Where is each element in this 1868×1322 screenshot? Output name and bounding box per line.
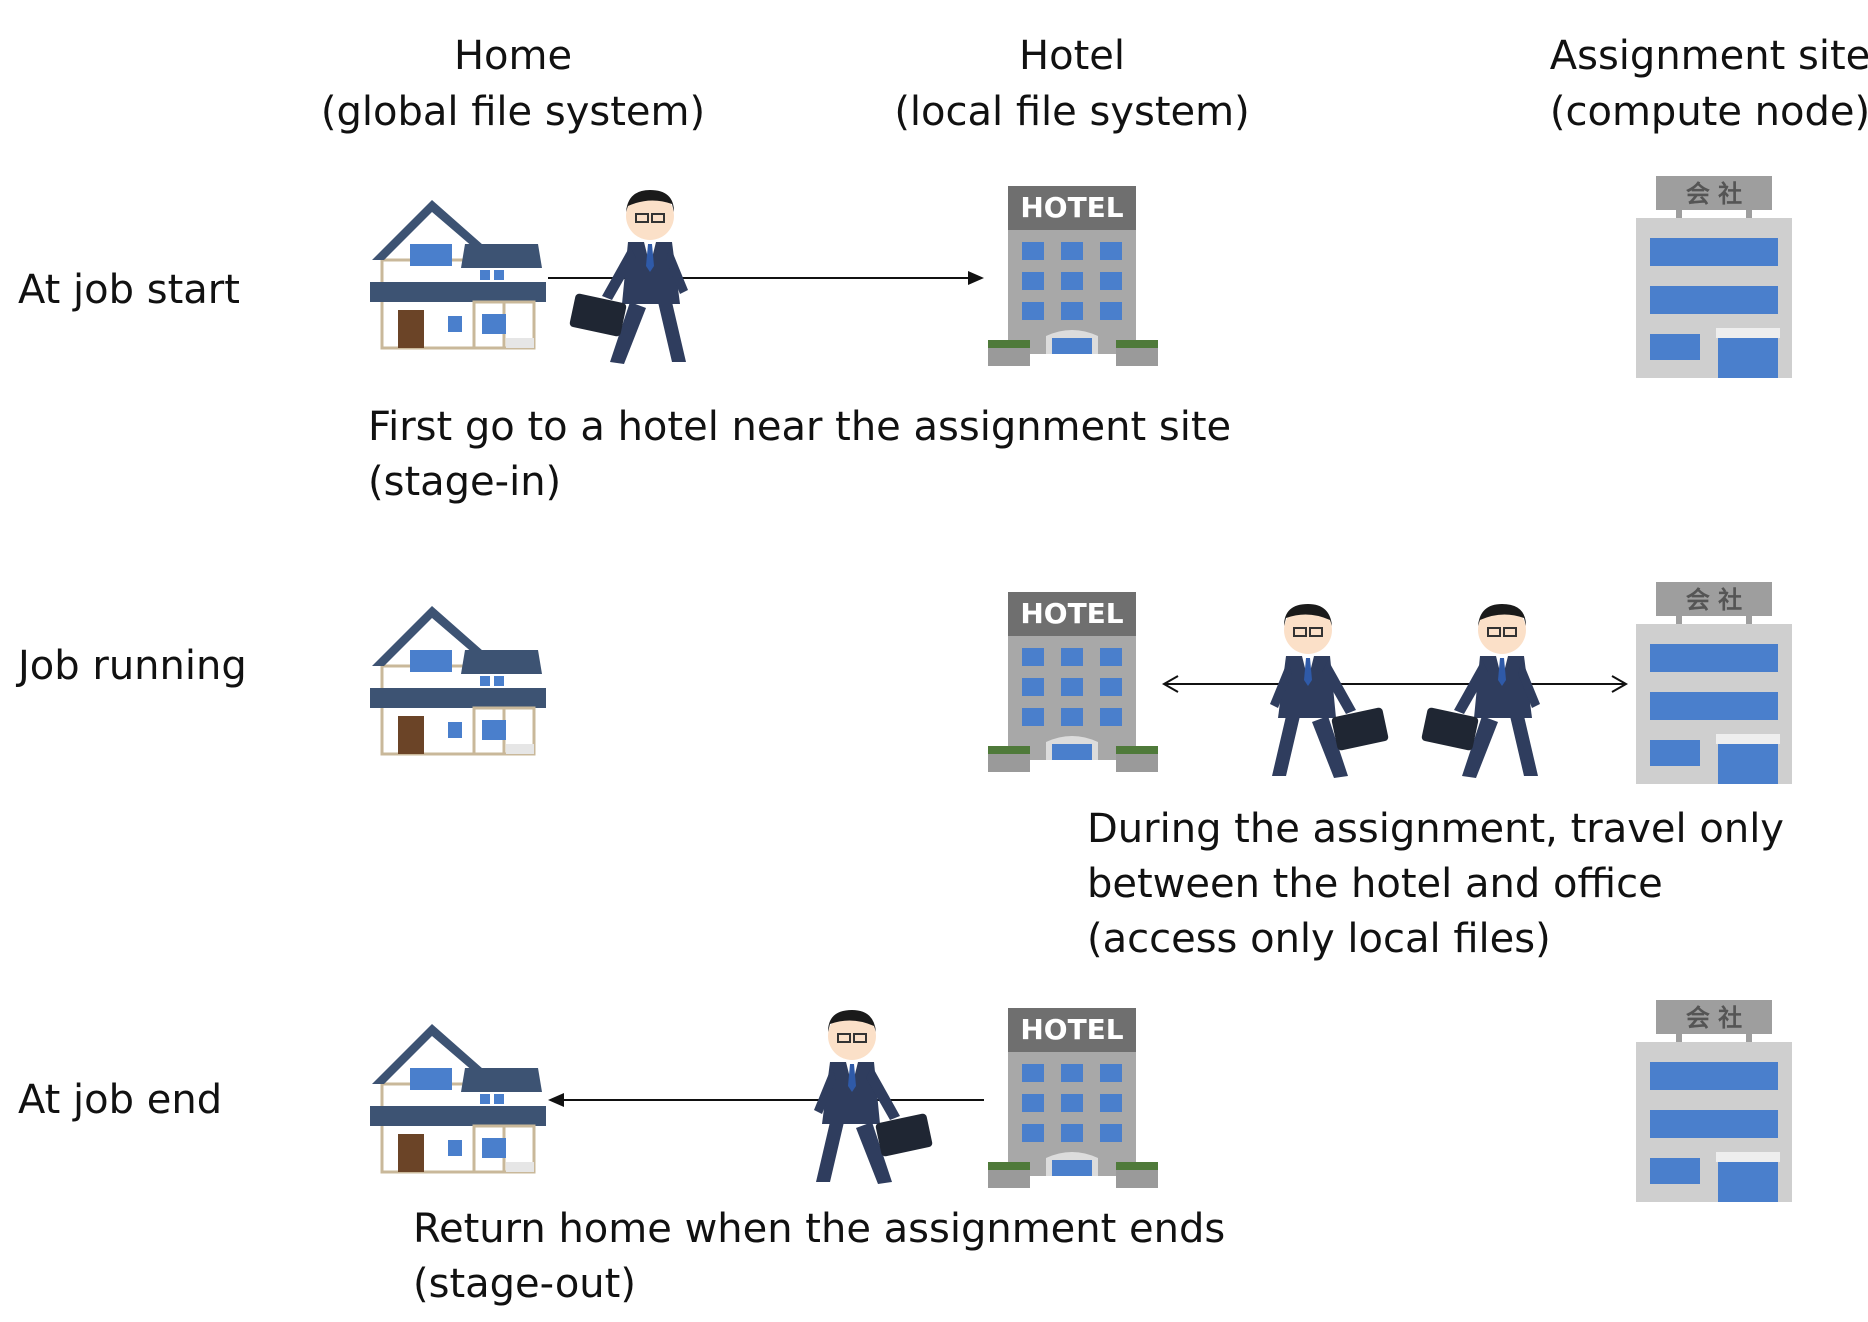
caption-line: between the hotel and office — [1087, 861, 1663, 907]
house-icon — [370, 1024, 546, 1174]
column-title: Home — [453, 33, 573, 79]
house-icon — [370, 200, 546, 350]
caption-stage-out: Return home when the assignment ends (st… — [413, 1202, 1225, 1312]
column-subtitle: (local file system) — [894, 89, 1250, 135]
caption-stage-in: First go to a hotel near the assignment … — [368, 400, 1231, 510]
hotel-building-icon: HOTEL — [988, 186, 1158, 366]
caption-line: First go to a hotel near the assignment … — [368, 404, 1232, 450]
office-building-icon: 会 社 — [1636, 176, 1792, 378]
row-label-job-running: Job running — [18, 643, 247, 689]
caption-line: (stage-out) — [413, 1261, 636, 1307]
row-label-job-end: At job end — [18, 1077, 223, 1123]
businessman-with-briefcase-icon — [569, 190, 688, 364]
office-building-icon: 会 社 — [1636, 1000, 1792, 1202]
row-label-job-start: At job start — [18, 267, 240, 313]
caption-running: During the assignment, travel only betwe… — [1087, 802, 1784, 967]
hotel-building-icon: HOTEL — [988, 592, 1158, 772]
column-subtitle: (global file system) — [320, 89, 706, 135]
hotel-sign: HOTEL — [1020, 191, 1123, 224]
office-building-icon: 会 社 — [1636, 582, 1792, 784]
businessman-with-briefcase-icon — [814, 1010, 933, 1184]
double-arrow-icon — [1161, 675, 1629, 693]
column-header-assignment-site: Assignment site (compute node) — [1480, 28, 1868, 140]
arrow-icon — [548, 1093, 984, 1107]
hotel-sign: HOTEL — [1020, 597, 1123, 630]
businessman-with-briefcase-icon — [1421, 604, 1540, 778]
column-title: Assignment site — [1549, 33, 1868, 79]
column-header-home: Home (global file system) — [283, 28, 743, 140]
office-sign: 会 社 — [1686, 180, 1742, 208]
caption-line: (access only local files) — [1087, 916, 1551, 962]
column-subtitle: (compute node) — [1549, 89, 1868, 135]
column-title: Hotel — [1019, 33, 1125, 79]
caption-line: Return home when the assignment ends — [413, 1206, 1226, 1252]
office-sign: 会 社 — [1686, 1004, 1742, 1032]
office-sign: 会 社 — [1686, 586, 1742, 614]
house-icon — [370, 606, 546, 756]
hotel-sign: HOTEL — [1020, 1013, 1123, 1046]
businessman-with-briefcase-icon — [1270, 604, 1389, 778]
column-header-hotel: Hotel (local file system) — [842, 28, 1302, 140]
caption-line: (stage-in) — [368, 459, 562, 505]
hotel-building-icon: HOTEL — [988, 1008, 1158, 1188]
caption-line: During the assignment, travel only — [1087, 806, 1784, 852]
